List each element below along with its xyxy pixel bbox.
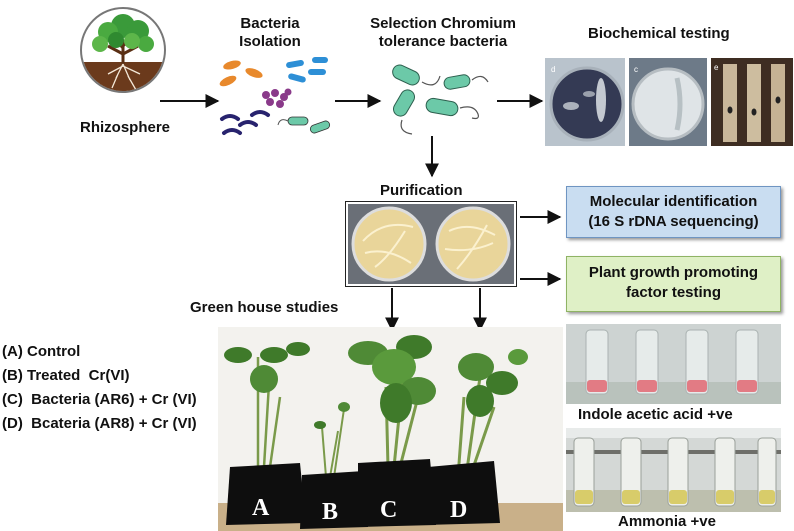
greenhouse-label: Green house studies (190, 299, 339, 316)
legend-item-treated: (B) Treated Cr(VI) (2, 367, 130, 384)
legend-item-control: (A) Control (2, 343, 81, 360)
rhizosphere-label: Rhizosphere (80, 119, 171, 136)
purification-label: Purification (380, 182, 463, 199)
pot-letter-d: D (450, 497, 467, 523)
purification-plates (345, 201, 517, 287)
biochem-plate-d: d (545, 58, 625, 146)
iaa-label: Indole acetic acid +ve (578, 406, 733, 423)
molecular-identification-box: Molecular identification (16 S rDNA sequ… (566, 186, 781, 238)
pot-b (300, 471, 368, 529)
legend-item-ar8: (D) Bcateria (AR8) + Cr (VI) (2, 415, 197, 432)
plant-a (224, 342, 310, 468)
plant-c (348, 335, 436, 468)
pot-letter-c: C (380, 497, 397, 523)
iaa-tubes-photo (566, 324, 781, 404)
greenhouse-photo: A B C D (218, 327, 563, 531)
pot-letter-b: B (322, 499, 338, 525)
plate-c-tag: c (634, 65, 638, 74)
legend-item-ar6: (C) Bacteria (AR6) + Cr (VI) (2, 391, 197, 408)
mixed-bacteria-icon (219, 57, 331, 135)
tolerant-bacteria-icon (392, 64, 489, 135)
biochem-plate-c: c (629, 58, 707, 146)
tubes-e-tag: e (714, 63, 719, 72)
pot-letter-a: A (252, 495, 270, 521)
pgp-testing-box: Plant growth promoting factor testing (566, 256, 781, 312)
rhizosphere-tree-icon (80, 7, 166, 93)
biochemical-label: Biochemical testing (588, 25, 730, 42)
pot-d (424, 461, 500, 525)
plant-d (456, 349, 528, 478)
biochem-tubes-e: e (711, 58, 793, 146)
plant-b (314, 402, 350, 478)
treatment-legend: (A) Control (B) Treated Cr(VI) (C) Bacte… (2, 340, 197, 436)
bacteria-isolation-label: Bacteria Isolation (239, 15, 301, 50)
plate-d-tag: d (551, 65, 555, 74)
pot-c (358, 459, 436, 527)
selection-label: Selection Chromium tolerance bacteria (370, 15, 516, 50)
ammonia-tubes-photo (566, 428, 781, 512)
pot-a (226, 463, 306, 525)
ammonia-label: Ammonia +ve (618, 513, 716, 530)
